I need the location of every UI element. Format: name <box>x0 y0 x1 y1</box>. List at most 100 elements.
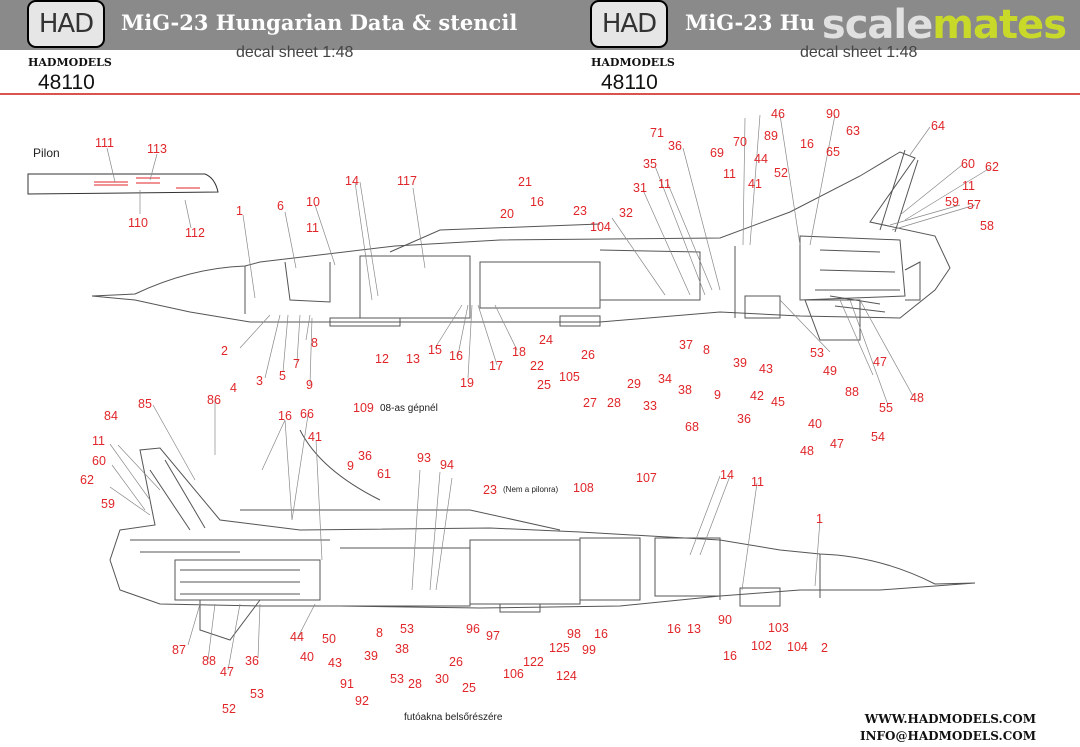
callout-label: 70 <box>733 135 747 149</box>
callout-label: 57 <box>967 198 981 212</box>
callout-label: 10 <box>306 195 320 209</box>
header-bar <box>0 0 1080 50</box>
callout-label: 91 <box>340 677 354 691</box>
callout-label: 106 <box>503 667 524 681</box>
upper-aircraft-profile <box>91 149 951 341</box>
callout-label: 107 <box>636 471 657 485</box>
callout-label: 36 <box>737 412 751 426</box>
logo-right: HAD <box>590 0 668 48</box>
callout-label: 43 <box>759 362 773 376</box>
callout-label: 53 <box>390 672 404 686</box>
page-title-right: MiG-23 Hu <box>685 10 815 35</box>
callout-label: 99 <box>582 643 596 657</box>
callout-label: 112 <box>185 226 205 240</box>
callout-label: 16 <box>667 622 681 636</box>
callout-label: 11 <box>962 179 975 193</box>
callout-label: 39 <box>364 649 378 663</box>
callout-label: 2 <box>221 344 228 358</box>
footer-email: INFO@HADMODELS.COM <box>859 729 1036 743</box>
callout-label: 16 <box>449 349 463 363</box>
callout-label: 89 <box>764 129 778 143</box>
page-title-left: MiG-23 Hungarian Data & stencil <box>121 10 518 35</box>
callout-label: 96 <box>466 622 480 636</box>
callout-label: 2 <box>821 641 828 655</box>
callout-label: 25 <box>462 681 476 695</box>
callout-label: 87 <box>172 643 186 657</box>
callout-label: 11 <box>658 177 671 191</box>
callout-label: 15 <box>428 343 442 357</box>
callout-label: 109 <box>353 401 374 415</box>
callout-label: 3 <box>256 374 263 388</box>
subtitle-left: decal sheet 1:48 <box>236 44 354 61</box>
callout-label: 18 <box>512 345 526 359</box>
callout-label: 14 <box>345 174 359 188</box>
callout-label: 32 <box>619 206 633 220</box>
callout-label: 64 <box>931 119 945 133</box>
callout-label: 7 <box>293 357 300 371</box>
callout-label: 46 <box>771 107 785 121</box>
callout-label: 16 <box>278 409 292 423</box>
callout-label: 26 <box>581 348 595 362</box>
callout-label: 44 <box>290 630 304 644</box>
callout-label: 40 <box>300 650 314 664</box>
pylon-drawing <box>27 173 219 195</box>
callout-label: 35 <box>643 157 657 171</box>
callout-label: 104 <box>590 220 611 234</box>
footer-website: WWW.HADMODELS.COM <box>864 712 1036 726</box>
callout-label: 17 <box>489 359 503 373</box>
callout-label: 40 <box>808 417 822 431</box>
callout-label: 98 <box>567 627 581 641</box>
brand-name-left: HADMODELS <box>28 56 112 69</box>
callout-label: 16 <box>594 627 608 641</box>
callout-label: 36 <box>245 654 259 668</box>
callout-label: 42 <box>750 389 764 403</box>
callout-label: 28 <box>607 396 621 410</box>
callout-label: 30 <box>435 672 449 686</box>
callout-label: 65 <box>826 145 840 159</box>
callout-label: 90 <box>826 107 840 121</box>
callout-label: 28 <box>408 677 422 691</box>
callout-label: 8 <box>311 336 318 350</box>
callout-label: 9 <box>714 388 721 402</box>
note-lower-23: (Nem a pilonra) <box>503 485 559 494</box>
callout-label: 36 <box>668 139 682 153</box>
callout-label: 11 <box>92 434 105 448</box>
callout-label: 5 <box>279 369 286 383</box>
callout-label: 41 <box>748 177 762 191</box>
callout-label: 1 <box>236 204 243 218</box>
callout-label: 122 <box>523 655 544 669</box>
logo-text: HAD <box>38 9 94 39</box>
callout-label: 62 <box>80 473 94 487</box>
callout-label: 11 <box>751 475 764 489</box>
callout-label: 85 <box>138 397 152 411</box>
callout-label: 45 <box>771 395 785 409</box>
callout-label: 43 <box>328 656 342 670</box>
note-bottom: futóakna belsőrészére <box>404 712 503 723</box>
callout-label: 92 <box>355 694 369 708</box>
callout-label: 117 <box>397 174 417 188</box>
callouts-pilon: 111 113 110 112 <box>95 136 205 240</box>
catalog-number-right: 48110 <box>601 71 658 94</box>
callout-label: 71 <box>650 126 664 140</box>
callout-label: 23 <box>483 483 497 497</box>
callout-label: 88 <box>845 385 859 399</box>
callout-label: 8 <box>703 343 710 357</box>
callout-label: 53 <box>400 622 414 636</box>
callout-label: 22 <box>530 359 544 373</box>
callouts-lower: 84 85 86 16 66 41 11 60 62 59 9 36 61 93… <box>80 393 828 716</box>
callout-label: 1 <box>816 512 823 526</box>
callout-label: 88 <box>202 654 216 668</box>
brand-name-right: HADMODELS <box>591 56 675 69</box>
header-divider <box>0 93 1080 95</box>
callout-label: 52 <box>222 702 236 716</box>
callout-label: 90 <box>718 613 732 627</box>
callout-label: 59 <box>101 497 115 511</box>
callout-label: 44 <box>754 152 768 166</box>
callout-label: 24 <box>539 333 553 347</box>
catalog-number-left: 48110 <box>38 71 95 94</box>
callout-label: 21 <box>518 175 532 189</box>
callout-label: 86 <box>207 393 221 407</box>
callout-label: 11 <box>306 221 319 235</box>
callout-label: 53 <box>810 346 824 360</box>
